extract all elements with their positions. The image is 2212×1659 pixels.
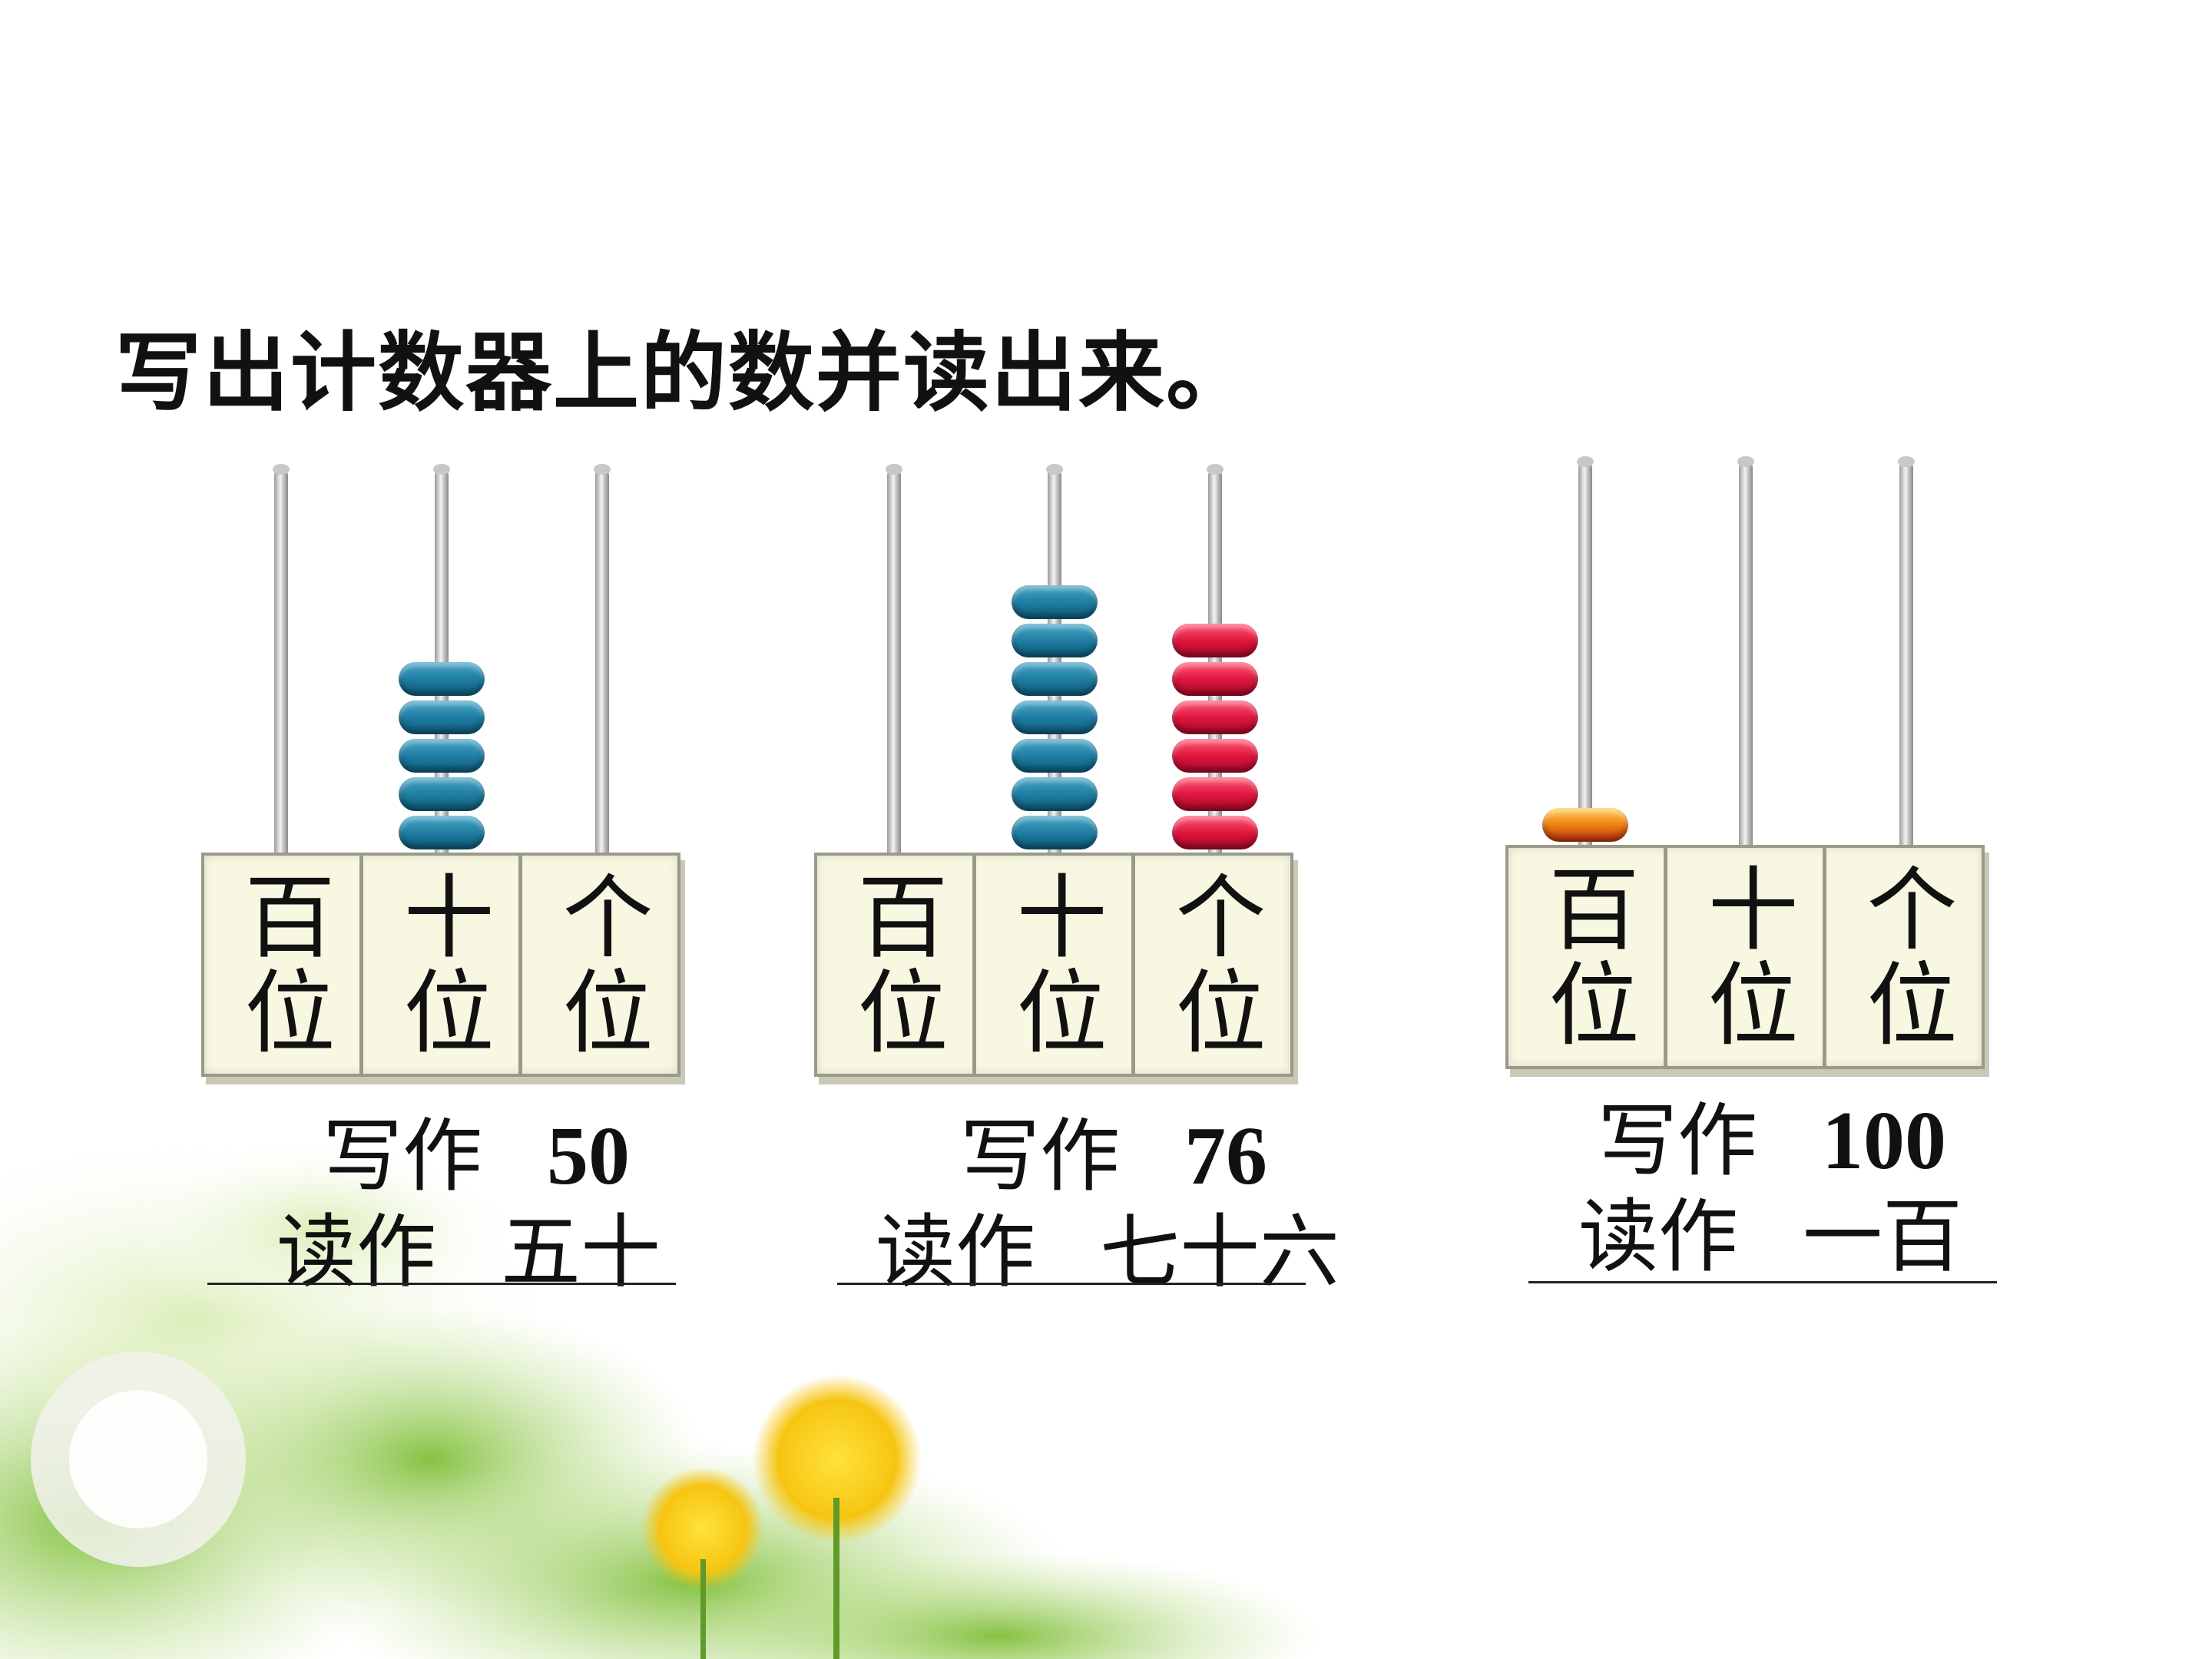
rod-ones (594, 464, 611, 868)
tens-bead (399, 662, 485, 696)
cell-ones: 个位 (1826, 848, 1982, 1066)
answer-block-2: 写作 76 读作 七十六 (837, 1091, 1390, 1299)
read-row: 读作 一百 (1578, 1171, 1962, 1287)
read-number-words: 一百 (1803, 1190, 1963, 1283)
answer-underline (207, 1283, 676, 1285)
abacus-1: 百位 十位 个位 (201, 464, 693, 1129)
written-number: 50 (547, 1111, 631, 1202)
write-label: 写作 (960, 1109, 1121, 1203)
cell-tens: 十位 (363, 856, 522, 1074)
tens-bead (399, 777, 485, 811)
cell-tens: 十位 (1667, 848, 1826, 1066)
cell-hundreds: 百位 (817, 856, 976, 1074)
read-label: 读作 (1578, 1190, 1739, 1283)
cell-hundreds: 百位 (204, 856, 363, 1074)
ones-bead (1172, 816, 1258, 849)
tens-bead (1012, 662, 1098, 696)
read-row: 读作 五十 (276, 1187, 661, 1303)
place-value-base: 百位 十位 个位 (814, 853, 1293, 1077)
written-number: 100 (1822, 1095, 1947, 1187)
tens-bead (399, 700, 485, 734)
ones-bead (1172, 739, 1258, 773)
abacus-3: 百位 十位 个位 (1505, 456, 1997, 1121)
ones-bead (1172, 700, 1258, 734)
cell-ones: 个位 (1135, 856, 1290, 1074)
ones-bead (1172, 662, 1258, 696)
tens-bead (1012, 816, 1098, 849)
tens-bead (399, 816, 485, 849)
tens-bead (1012, 624, 1098, 657)
label-hundreds: 百位 (1533, 862, 1639, 1052)
place-value-base: 百位 十位 个位 (1505, 845, 1985, 1069)
write-row: 写作 100 (1598, 1075, 1946, 1191)
answer-underline (1528, 1281, 1997, 1283)
answer-block-3: 写作 100 读作 一百 (1528, 1075, 2035, 1290)
label-tens: 十位 (388, 869, 494, 1060)
answer-underline (837, 1283, 1306, 1285)
label-hundreds: 百位 (842, 869, 948, 1060)
answer-block-1: 写作 50 读作 五十 (207, 1091, 699, 1299)
label-hundreds: 百位 (229, 869, 335, 1060)
read-row: 读作 七十六 (876, 1187, 1339, 1303)
tens-bead (1012, 739, 1098, 773)
ones-bead (1172, 624, 1258, 657)
tens-bead (1012, 777, 1098, 811)
write-label: 写作 (1598, 1094, 1758, 1187)
write-row: 写作 76 (960, 1091, 1267, 1207)
abacus-2: 百位 十位 个位 (814, 464, 1306, 1129)
rod-ones (1898, 456, 1915, 860)
written-number: 76 (1184, 1111, 1268, 1202)
tens-bead (399, 739, 485, 773)
label-ones: 个位 (1851, 862, 1957, 1052)
place-value-base: 百位 十位 个位 (201, 853, 680, 1077)
ones-bead (1172, 777, 1258, 811)
page-title: 写出计数器上的数并读出来。 (115, 323, 1253, 423)
label-ones: 个位 (1160, 869, 1266, 1060)
rod-tens (1737, 456, 1754, 860)
label-ones: 个位 (547, 869, 653, 1060)
label-tens: 十位 (1692, 862, 1798, 1052)
hundreds-bead (1542, 808, 1628, 842)
label-tens: 十位 (1001, 869, 1107, 1060)
tens-bead (1012, 700, 1098, 734)
write-label: 写作 (323, 1109, 483, 1203)
rod-hundreds (1577, 456, 1594, 860)
cell-hundreds: 百位 (1508, 848, 1667, 1066)
cell-tens: 十位 (976, 856, 1135, 1074)
rod-hundreds (886, 464, 902, 868)
write-row: 写作 50 (323, 1091, 630, 1207)
cell-ones: 个位 (522, 856, 677, 1074)
rod-hundreds (273, 464, 290, 868)
tens-bead (1012, 585, 1098, 619)
